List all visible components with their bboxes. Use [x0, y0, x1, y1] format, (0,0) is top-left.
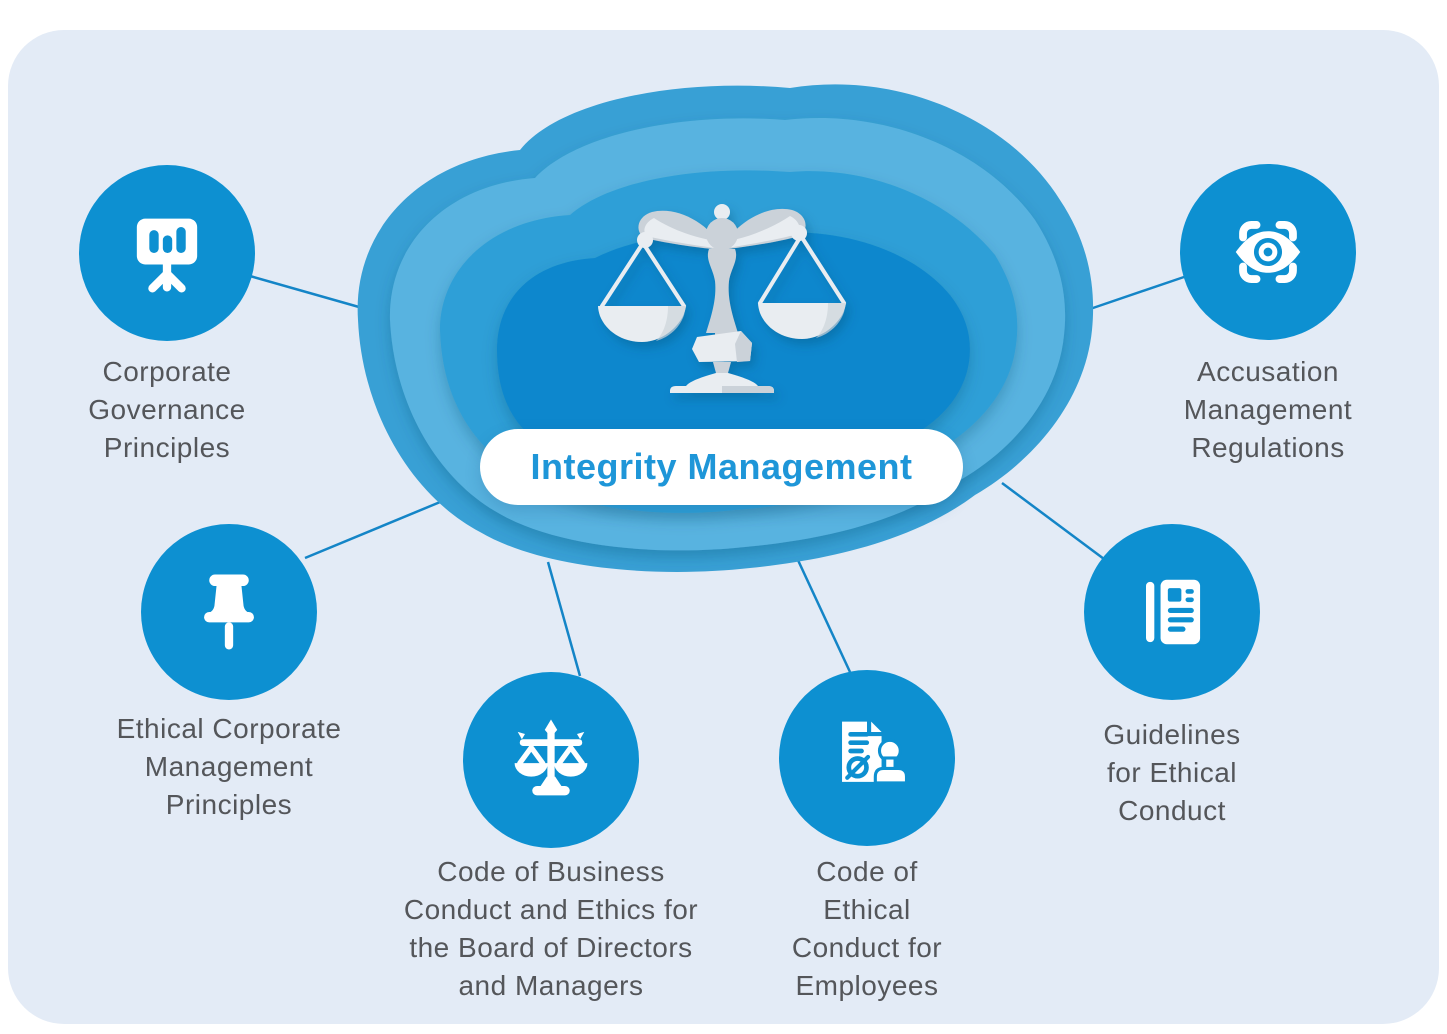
label-line: for Ethical — [1107, 757, 1237, 788]
integrity-management-badge: Integrity Management — [480, 429, 963, 505]
stamp-document-icon — [842, 721, 909, 785]
eye-scan-icon — [1235, 221, 1301, 283]
newspaper-icon — [1146, 579, 1201, 645]
label-line: Principles — [165, 789, 293, 820]
label-line: and Managers — [458, 970, 644, 1001]
label-line: Guidelines — [1103, 719, 1241, 750]
node-circle-code-ethical — [779, 670, 955, 846]
node-label-code-ethical: Code of Ethical Conduct for Employees — [717, 853, 1017, 1005]
label-line: Corporate — [102, 356, 232, 387]
node-circle-code-business — [463, 672, 639, 848]
label-line: Code of Business — [437, 856, 665, 887]
label-line: Principles — [103, 432, 231, 463]
label-line: Accusation — [1197, 356, 1339, 387]
label-line: Conduct for — [791, 932, 943, 963]
node-circle-accusation-management — [1180, 164, 1356, 340]
label-line: Employees — [795, 970, 939, 1001]
label-line: Governance — [88, 394, 246, 425]
node-label-ethical-corporate: Ethical Corporate Management Principles — [59, 710, 399, 824]
pushpin-icon — [204, 574, 254, 650]
node-label-code-business: Code of Business Conduct and Ethics for … — [361, 853, 741, 1005]
label-line: Conduct — [1118, 795, 1226, 826]
node-label-guidelines: Guidelines for Ethical Conduct — [1022, 716, 1322, 830]
node-label-corporate-governance: Corporate Governance Principles — [7, 353, 327, 467]
label-line: Code of — [816, 856, 918, 887]
presentation-board-icon — [136, 218, 198, 293]
label-line: Conduct and Ethics for — [403, 894, 699, 925]
label-line: Regulations — [1191, 432, 1345, 463]
label-line: Ethical Corporate — [116, 713, 342, 744]
node-circle-ethical-corporate — [141, 524, 317, 700]
label-line: the Board of Directors — [409, 932, 693, 963]
label-line: Ethical — [823, 894, 911, 925]
node-label-accusation-management: Accusation Management Regulations — [1108, 353, 1428, 467]
integrity-management-label: Integrity Management — [530, 446, 913, 487]
label-line: Management — [1183, 394, 1353, 425]
node-circle-corporate-governance — [79, 165, 255, 341]
node-circle-guidelines — [1084, 524, 1260, 700]
label-line: Management — [144, 751, 314, 782]
scales-icon — [514, 719, 588, 796]
